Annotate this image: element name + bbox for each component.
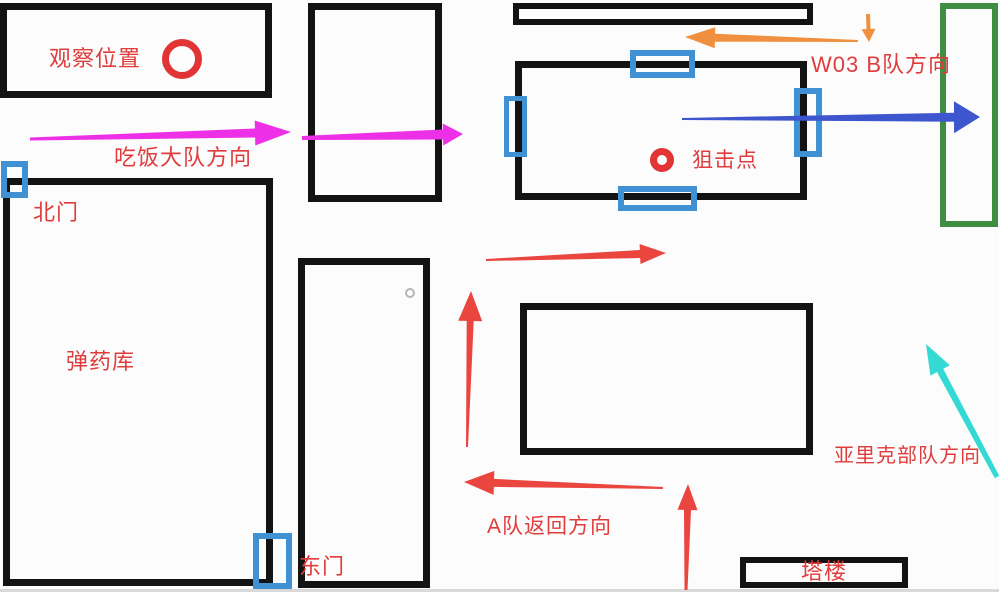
east-gate-label: 东门 xyxy=(299,554,346,579)
a-team-return-label: A队返回方向 xyxy=(487,515,613,538)
top-bar-building xyxy=(513,3,813,25)
central-building xyxy=(520,303,813,455)
yarick-force-label: 亚里克部队方向 xyxy=(834,445,981,467)
observation-building xyxy=(0,3,272,98)
east-gate-building xyxy=(298,258,430,588)
canteen-squad-label: 吃饭大队方向 xyxy=(114,145,253,170)
north-gate-door-marker xyxy=(1,161,28,198)
north-gate-label: 北门 xyxy=(33,200,80,225)
w03-b-team-label: W03 B队方向 xyxy=(811,52,952,77)
tower-building xyxy=(740,557,908,588)
canteen-squad-arrow-1 xyxy=(30,120,291,146)
red-up-arrow xyxy=(458,291,483,447)
orange-retreat-arrow xyxy=(685,27,858,49)
orange-down-arrow xyxy=(861,13,876,42)
small-dot-circle xyxy=(405,288,415,298)
observation-position-label: 观察位置 xyxy=(49,46,142,71)
red-advance-arrow xyxy=(486,244,666,264)
main-building xyxy=(515,61,807,200)
main-right-door-marker xyxy=(794,88,822,157)
main-bottom-door-marker xyxy=(618,186,697,211)
sniper-point-circle xyxy=(650,148,674,172)
tower-label: 塔楼 xyxy=(801,559,848,584)
top-middle-building xyxy=(308,3,442,202)
green-zone xyxy=(940,3,998,227)
bottom-edge-line xyxy=(0,589,999,592)
a-team-return-arrow xyxy=(464,470,663,495)
sniper-point-label: 狙击点 xyxy=(692,149,758,172)
ammo-depot-label: 弹药库 xyxy=(66,349,136,374)
ammo-depot-building xyxy=(3,178,273,586)
east-gate-door-marker xyxy=(253,533,292,589)
main-top-door-marker xyxy=(630,50,695,78)
observation-point-circle xyxy=(162,39,202,79)
red-up-arrow-2 xyxy=(677,484,698,590)
main-left-door-marker xyxy=(504,96,527,157)
